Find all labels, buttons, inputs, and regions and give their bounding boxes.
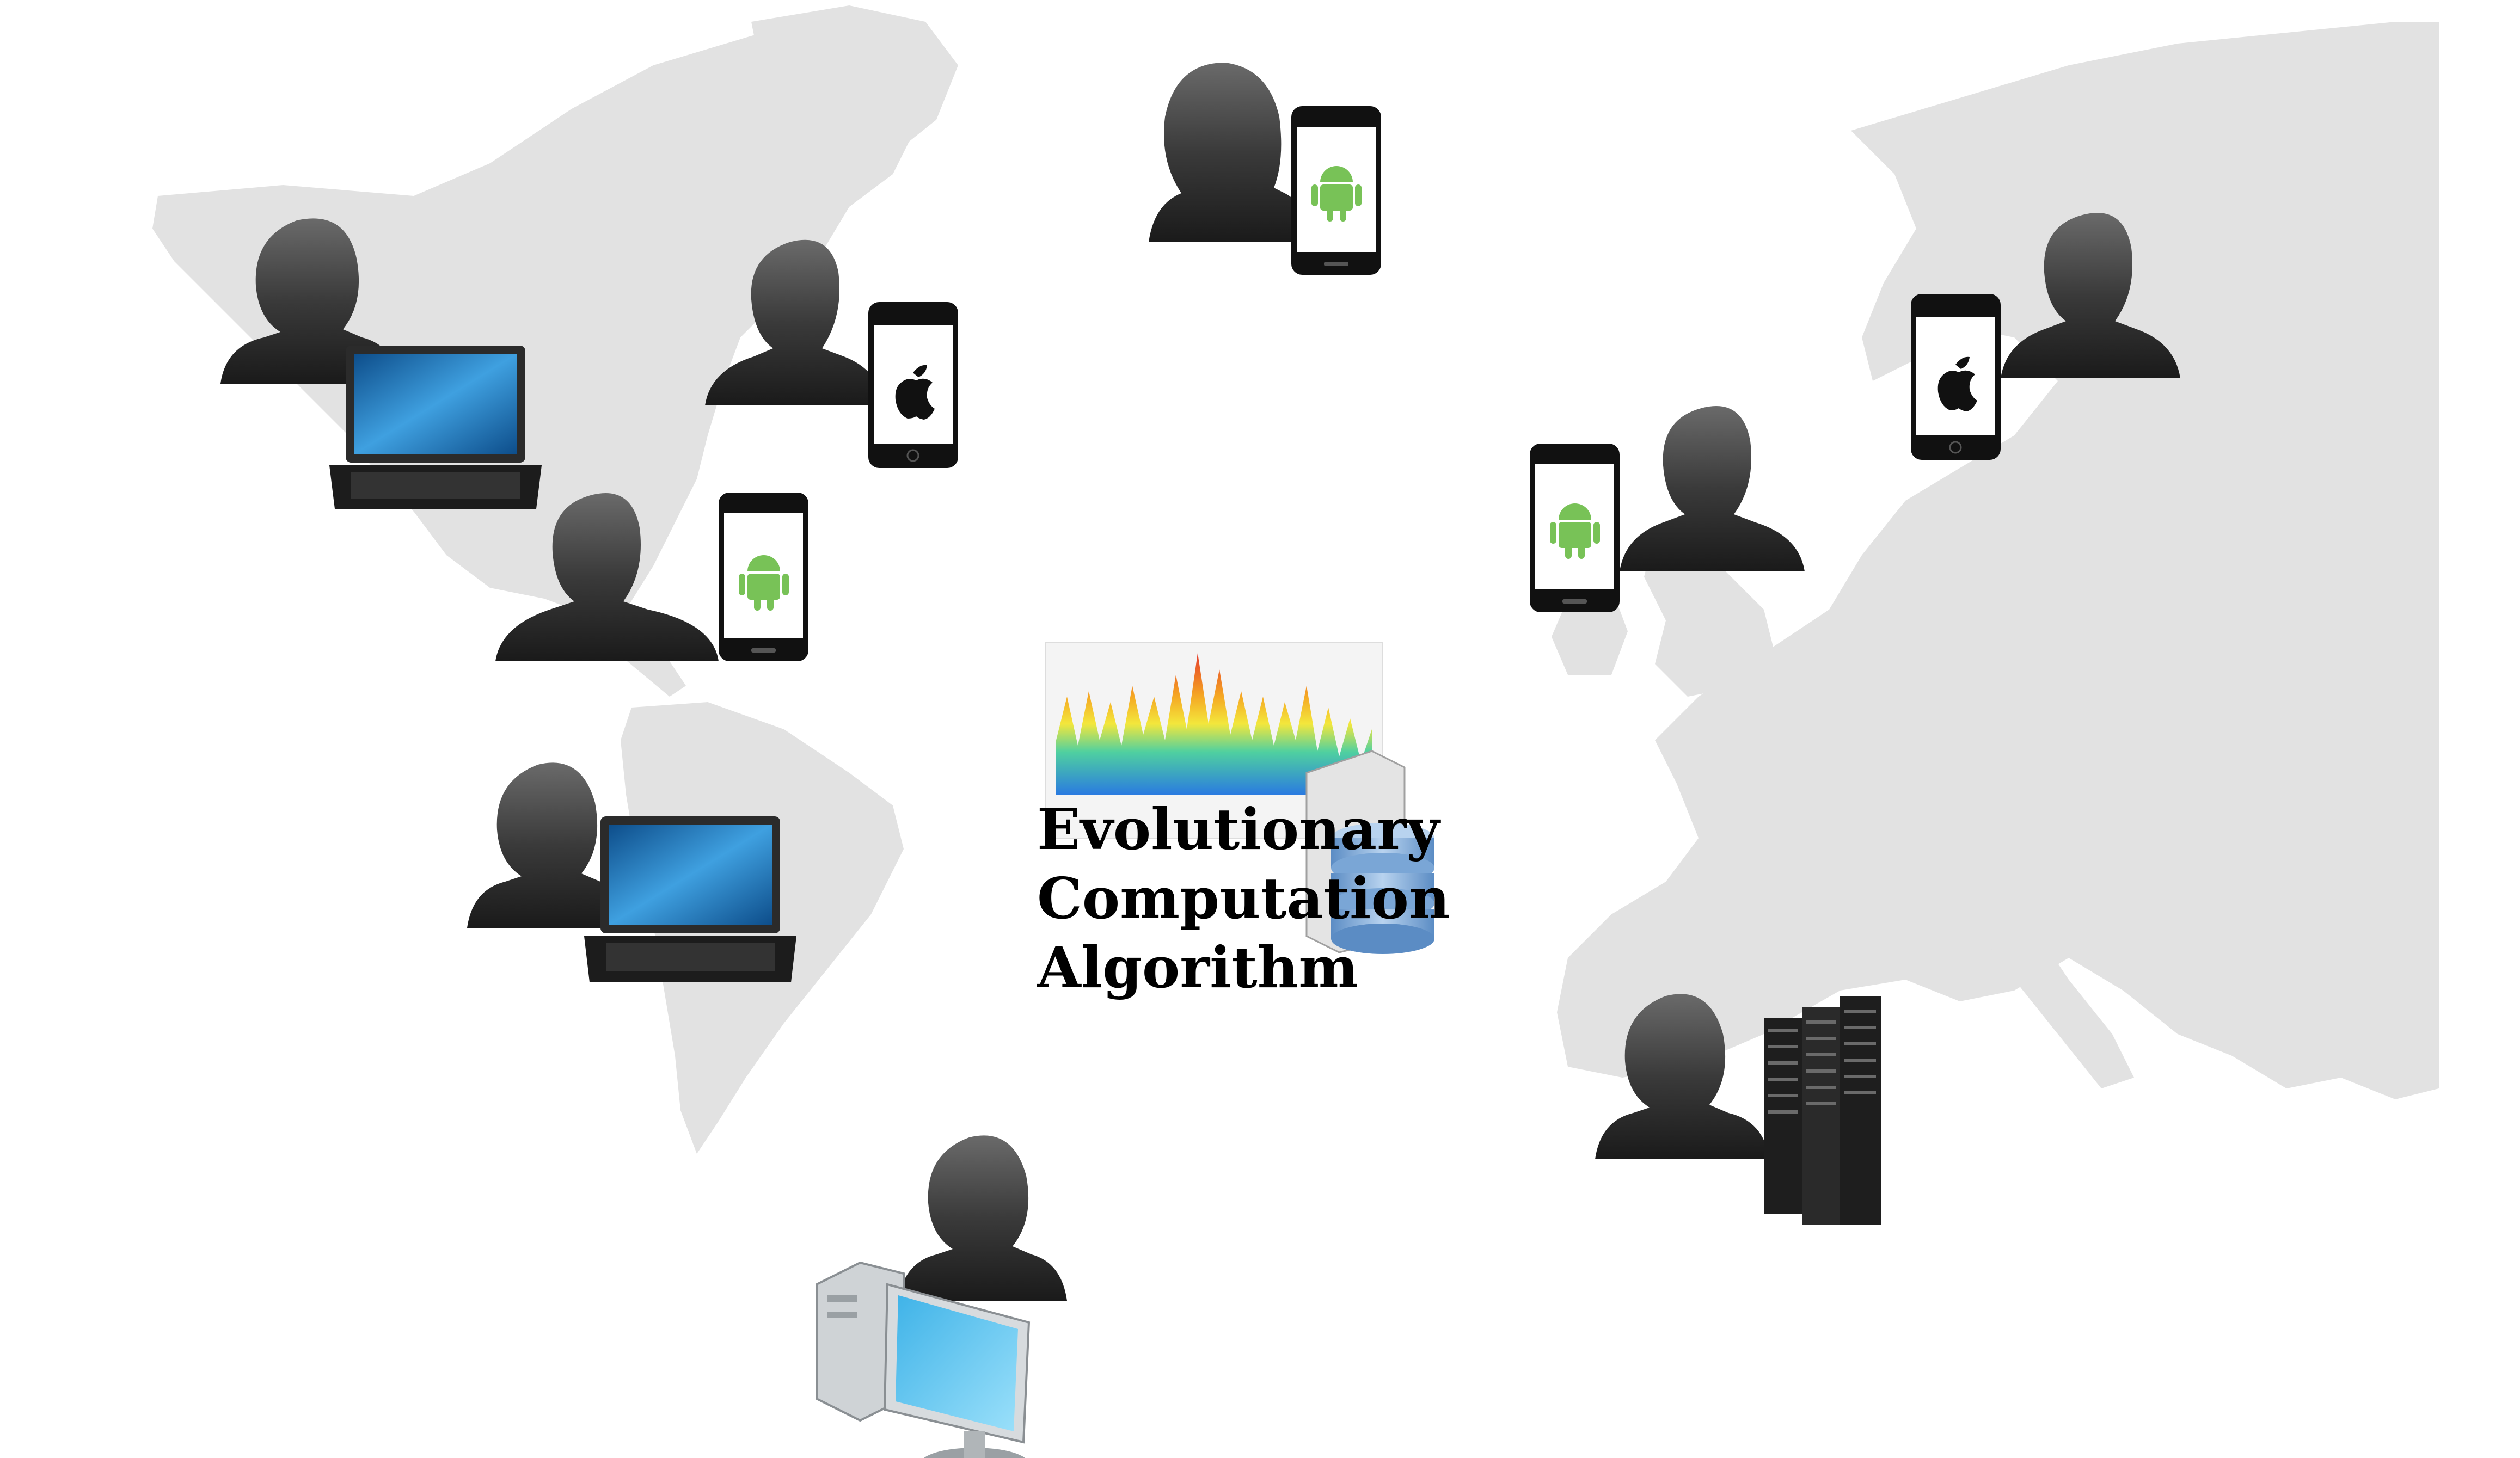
algorithm-title-line-3: Algorithm	[1037, 934, 1359, 1001]
server-database-icon	[1305, 750, 1434, 954]
user-desktop-atlantic	[816, 1135, 1067, 1458]
male-silhouette-icon	[2001, 213, 2180, 378]
greenland-shape	[751, 5, 958, 163]
desktop-pc-icon	[816, 1261, 1031, 1458]
android-logo-icon	[739, 555, 789, 611]
apple-logo-icon	[895, 365, 935, 420]
female-silhouette-icon	[898, 1135, 1067, 1301]
user-iphone-canada	[705, 239, 958, 468]
algorithm-title-line-2: Computation	[1037, 865, 1450, 932]
iphone-icon	[1911, 294, 2001, 460]
user-laptop-south-america	[467, 762, 796, 982]
evolutionary-algorithm-core	[1045, 642, 1434, 954]
female-silhouette-icon	[1595, 994, 1769, 1159]
europe-shape	[1557, 22, 2439, 1099]
world-map	[152, 5, 2439, 1154]
android-logo-icon	[1311, 166, 1362, 222]
android-logo-icon	[1550, 503, 1600, 559]
female-silhouette-icon	[220, 218, 400, 384]
laptop-icon	[329, 346, 542, 509]
laptop-icon	[584, 816, 796, 982]
algorithm-title-line-1: Evolutionary	[1037, 796, 1440, 863]
server-rack-icon	[1764, 996, 1881, 1225]
male-silhouette-icon	[495, 493, 719, 661]
algorithm-title: Evolutionary Computation Algorithm	[1037, 795, 1450, 1002]
user-iphone-scandinavia	[1911, 213, 2180, 460]
android-phone-icon	[719, 493, 808, 661]
iphone-icon	[868, 302, 958, 468]
user-android-greenland	[1149, 63, 1381, 275]
android-phone-icon	[1291, 106, 1381, 275]
female-silhouette-icon	[1149, 63, 1312, 242]
female-silhouette-icon	[467, 762, 636, 928]
fitness-landscape-plot-icon	[1045, 642, 1383, 839]
italy-shape	[1982, 893, 2134, 1088]
male-silhouette-icon	[1620, 406, 1805, 571]
user-android-usa	[495, 493, 808, 661]
user-server-europe	[1595, 994, 1881, 1225]
user-laptop-north-america	[220, 218, 542, 509]
apple-logo-icon	[1937, 356, 1977, 411]
android-phone-icon	[1530, 444, 1620, 612]
male-silhouette-icon	[705, 239, 885, 405]
user-android-uk	[1530, 406, 1805, 612]
north-america-shape	[152, 11, 936, 615]
